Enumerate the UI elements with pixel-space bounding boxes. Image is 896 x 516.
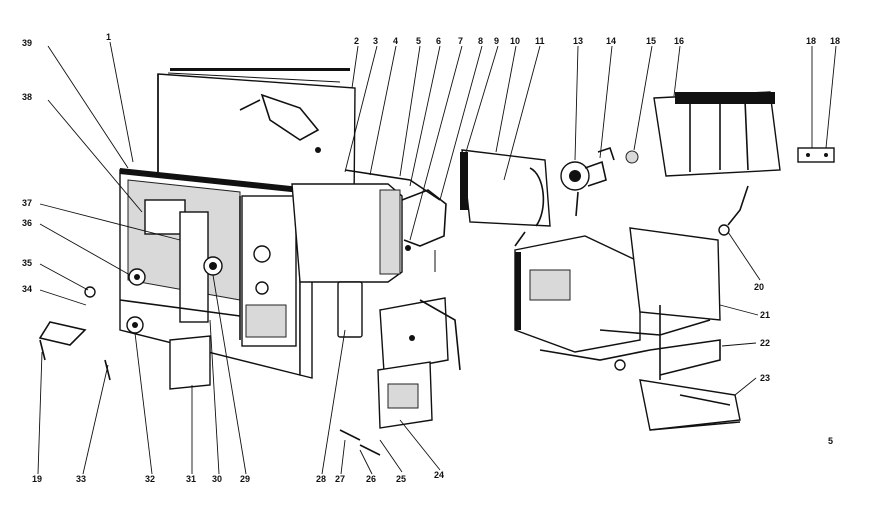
callout-28: 28 (316, 474, 326, 484)
callout-29: 29 (240, 474, 250, 484)
callout-27: 27 (335, 474, 345, 484)
callout-39: 39 (22, 38, 32, 48)
callout-36: 36 (22, 218, 32, 228)
callout-22: 22 (760, 338, 770, 348)
callout-35: 35 (22, 258, 32, 268)
callout-14: 14 (606, 36, 616, 46)
callout-33: 33 (76, 474, 86, 484)
deflection-yoke (460, 149, 551, 247)
callout-24: 24 (434, 470, 444, 480)
callout-10: 10 (510, 36, 520, 46)
leader-lines (37, 41, 837, 475)
main-chassis (514, 227, 721, 380)
callout-7: 7 (458, 36, 463, 46)
shield-cover (653, 91, 835, 236)
callout-23: 23 (760, 373, 770, 383)
callout-32: 32 (145, 474, 155, 484)
callout-2: 2 (354, 36, 359, 46)
callout-26: 26 (366, 474, 376, 484)
page-mark: 5 (828, 436, 833, 446)
bottom-plate (639, 379, 741, 431)
picture-tube-mask (291, 169, 447, 283)
callout-21: 21 (760, 310, 770, 320)
front-cabinet (119, 168, 313, 379)
callout-3: 3 (373, 36, 378, 46)
callout-6: 6 (436, 36, 441, 46)
callout-30: 30 (212, 474, 222, 484)
callout-15: 15 (646, 36, 656, 46)
callout-38: 38 (22, 92, 32, 102)
callout-1: 1 (106, 32, 111, 42)
callout-25: 25 (396, 474, 406, 484)
callout-labels: 39 1 38 2 3 4 5 6 7 8 9 10 11 13 14 15 1… (22, 32, 840, 484)
callout-18a: 18 (806, 36, 816, 46)
loose-parts (38, 286, 381, 456)
callout-8: 8 (478, 36, 483, 46)
circuit-boards (337, 281, 461, 429)
callout-13: 13 (573, 36, 583, 46)
callout-31: 31 (186, 474, 196, 484)
callout-5: 5 (416, 36, 421, 46)
callout-11: 11 (535, 36, 545, 46)
speaker (560, 146, 639, 217)
callout-34: 34 (22, 284, 32, 294)
callout-20: 20 (754, 282, 764, 292)
callout-9: 9 (494, 36, 499, 46)
callout-16: 16 (674, 36, 684, 46)
callout-37: 37 (22, 198, 32, 208)
callout-4: 4 (393, 36, 398, 46)
callout-19: 19 (32, 474, 42, 484)
callout-18b: 18 (830, 36, 840, 46)
